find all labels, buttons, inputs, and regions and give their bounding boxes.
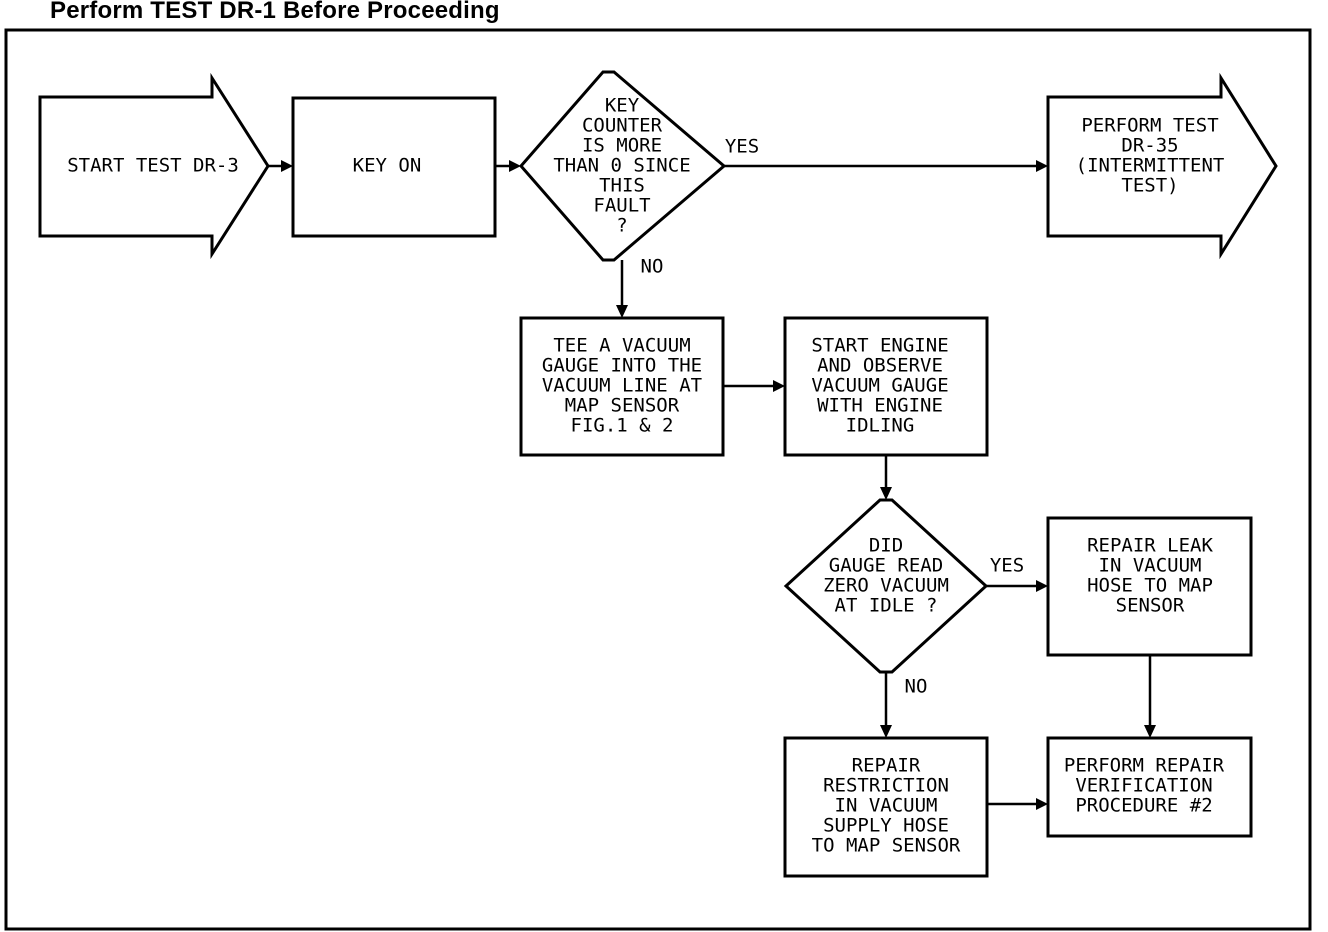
node-text-line: AT IDLE ? <box>835 595 938 617</box>
arrowhead <box>773 380 785 392</box>
perform-repair-box <box>1046 736 1253 838</box>
node-text-line: TEST) <box>1121 175 1178 197</box>
node-text-line: WITH ENGINE <box>817 395 943 417</box>
node-text-line: PERFORM TEST <box>1081 115 1218 137</box>
arrowhead <box>281 160 293 172</box>
node-text-line: IN VACUUM <box>835 795 938 817</box>
start-test-label: START TEST DR-3 <box>67 155 239 177</box>
node-text-line: FIG.1 & 2 <box>571 415 674 437</box>
repair-leak-box <box>1046 516 1253 657</box>
arrowhead <box>616 305 628 318</box>
perform-dr35-arrow-shape <box>1046 72 1278 260</box>
node-text-line: SUPPLY HOSE <box>823 815 949 837</box>
node-text-line: START ENGINE <box>811 335 948 357</box>
start-arrow-shape <box>38 72 270 260</box>
key-on-label: KEY ON <box>353 155 422 177</box>
node-text-line: ? <box>616 215 627 237</box>
node-text-line: START TEST DR-3 <box>67 155 239 177</box>
node-text-line: IS MORE <box>582 135 662 157</box>
node-text-line: VACUUM LINE AT <box>542 375 702 397</box>
tee-gauge-box <box>519 316 725 457</box>
node-text-line: REPAIR LEAK <box>1087 535 1213 557</box>
node-text-line: VERIFICATION <box>1075 775 1212 797</box>
decision1-no-label: NO <box>641 256 664 278</box>
decision-gauge-zero <box>783 498 989 674</box>
node-text-line: ZERO VACUUM <box>823 575 949 597</box>
node-text-line: IDLING <box>846 415 915 437</box>
decision2-no-label: NO <box>905 676 928 698</box>
decision2-yes-label: YES <box>990 555 1024 577</box>
node-text-line: DID <box>869 535 903 557</box>
node-text-line: VACUUM GAUGE <box>811 375 948 397</box>
node-text-line: IN VACUUM <box>1099 555 1202 577</box>
node-text-line: KEY <box>605 95 640 117</box>
node-text-line: PROCEDURE #2 <box>1075 795 1212 817</box>
node-text-line: MAP SENSOR <box>565 395 680 417</box>
arrowhead <box>509 160 521 172</box>
decision1-yes-label: YES <box>725 136 759 158</box>
node-text-line: FAULT <box>593 195 650 217</box>
node-text-line: PERFORM REPAIR <box>1064 755 1225 777</box>
node-text-line: RESTRICTION <box>823 775 949 797</box>
outer-frame <box>4 28 1312 931</box>
arrowhead <box>880 725 892 738</box>
node-text-line: AND OBSERVE <box>817 355 943 377</box>
node-text-line: SENSOR <box>1116 595 1185 617</box>
node-text-line: KEY ON <box>353 155 422 177</box>
key-on-box <box>291 96 497 238</box>
node-text-line: COUNTER <box>582 115 663 137</box>
arrowhead <box>1036 160 1048 172</box>
arrowhead <box>1144 725 1156 738</box>
repair-restriction-box <box>783 736 989 878</box>
node-text-line: DR-35 <box>1121 135 1178 157</box>
arrowhead <box>880 487 892 500</box>
node-text-line: THIS <box>599 175 645 197</box>
page-title: Perform TEST DR-1 Before Proceeding <box>50 0 500 24</box>
node-text-line: TO MAP SENSOR <box>812 835 961 857</box>
node-text-line: HOSE TO MAP <box>1087 575 1213 597</box>
node-text-line: REPAIR <box>852 755 921 777</box>
node-text-line: GAUGE INTO THE <box>542 355 702 377</box>
node-text-line: (INTERMITTENT <box>1076 155 1225 177</box>
node-text-line: THAN 0 SINCE <box>553 155 690 177</box>
arrowhead <box>1036 798 1048 810</box>
node-text-line: TEE A VACUUM <box>553 335 690 357</box>
node-text-line: GAUGE READ <box>829 555 943 577</box>
arrowhead <box>1036 580 1048 592</box>
